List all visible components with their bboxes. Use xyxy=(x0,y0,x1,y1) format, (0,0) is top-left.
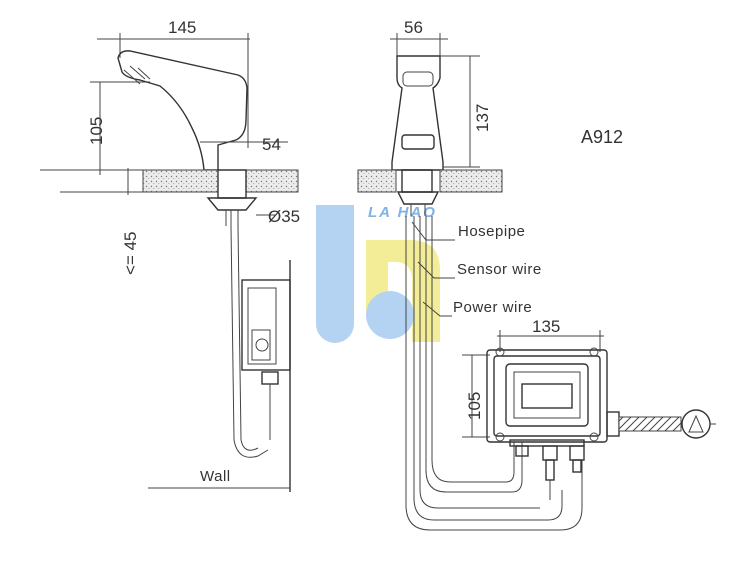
dim-box-width: 135 xyxy=(532,317,560,336)
dim-height: 105 xyxy=(87,117,106,145)
watermark-logo: LA HAO xyxy=(316,204,440,343)
faucet-body-side xyxy=(117,50,248,171)
watermark-text: LA HAO xyxy=(368,204,437,221)
label-power-wire: Power wire xyxy=(453,299,532,316)
side-view: 145 105 54 <= 45 Ø35 xyxy=(40,18,300,492)
faucet-body-front xyxy=(391,55,444,171)
model-number: A912 xyxy=(581,127,623,147)
dim-spout-length: 145 xyxy=(168,18,196,37)
label-hosepipe: Hosepipe xyxy=(458,223,525,240)
control-box-front xyxy=(486,347,608,500)
dim-base-width: 54 xyxy=(262,135,281,154)
dim-box-height: 105 xyxy=(465,392,484,420)
dim-shank-diameter: Ø35 xyxy=(268,207,300,226)
control-box-side xyxy=(241,279,291,371)
dim-front-width: 56 xyxy=(404,18,423,37)
dim-front-height: 137 xyxy=(473,104,492,132)
supply-hose xyxy=(606,409,716,439)
sensor-window xyxy=(401,134,435,150)
front-view: 56 137 A912 Hosepipe Sensor wire Power w… xyxy=(357,18,716,531)
dim-deck-thickness: <= 45 xyxy=(121,232,140,276)
wall-label: Wall xyxy=(200,468,231,485)
label-sensor-wire: Sensor wire xyxy=(457,261,542,278)
